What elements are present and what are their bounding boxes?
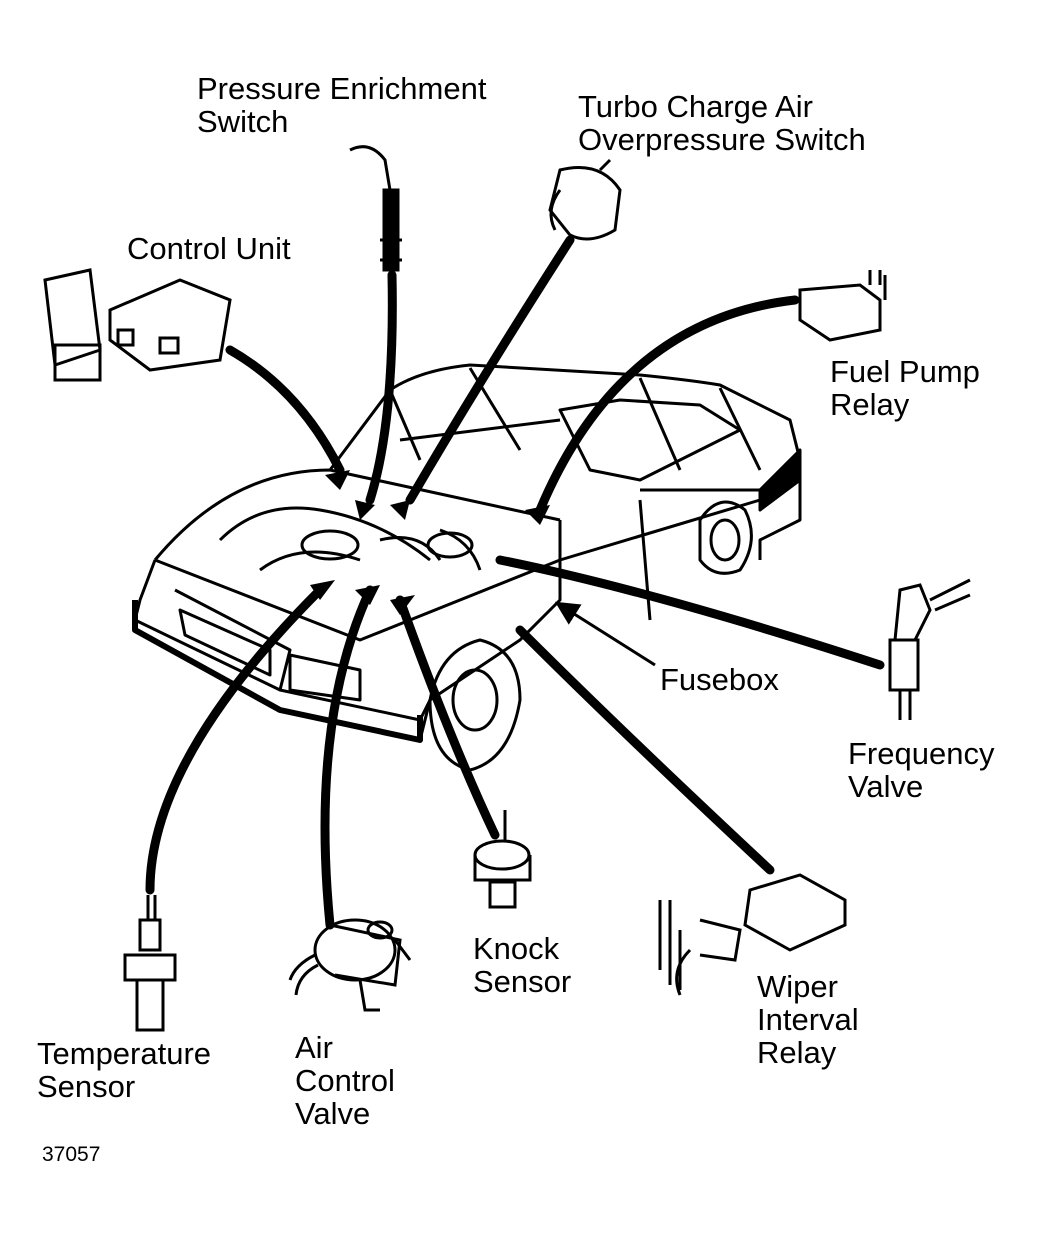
- label-air-control-valve: Air Control Valve: [295, 1030, 395, 1131]
- knock-sensor-icon: [473, 810, 532, 909]
- label-knock-sensor: Knock Sensor: [473, 931, 572, 999]
- label-pressure-enrichment-switch: Pressure Enrichment Switch: [197, 71, 487, 139]
- pressure-enrichment-switch-icon: [349, 145, 402, 272]
- label-fusebox: Fusebox: [660, 662, 779, 697]
- air-control-valve-icon: [288, 918, 412, 1012]
- label-control-unit: Control Unit: [127, 231, 291, 266]
- figure-id: 37057: [42, 1143, 101, 1166]
- label-turbo-charge-air-overpressure-switch: Turbo Charge Air Overpressure Switch: [578, 89, 866, 157]
- label-temperature-sensor: Temperature Sensor: [37, 1036, 212, 1104]
- label-fuel-pump-relay: Fuel Pump Relay: [830, 354, 980, 422]
- control-unit-icon: [43, 268, 232, 382]
- car-illustration: [132, 363, 802, 772]
- turbo-charge-switch-icon: [548, 158, 622, 241]
- temperature-sensor-icon: [123, 895, 177, 1032]
- label-wiper-interval-relay: Wiper Interval Relay: [757, 969, 859, 1070]
- leader-lines: [145, 235, 885, 930]
- wiper-interval-relay-icon: [658, 873, 847, 996]
- fuel-pump-relay-icon: [798, 270, 887, 342]
- frequency-valve-icon: [888, 578, 971, 720]
- label-frequency-valve: Frequency Valve: [848, 736, 995, 804]
